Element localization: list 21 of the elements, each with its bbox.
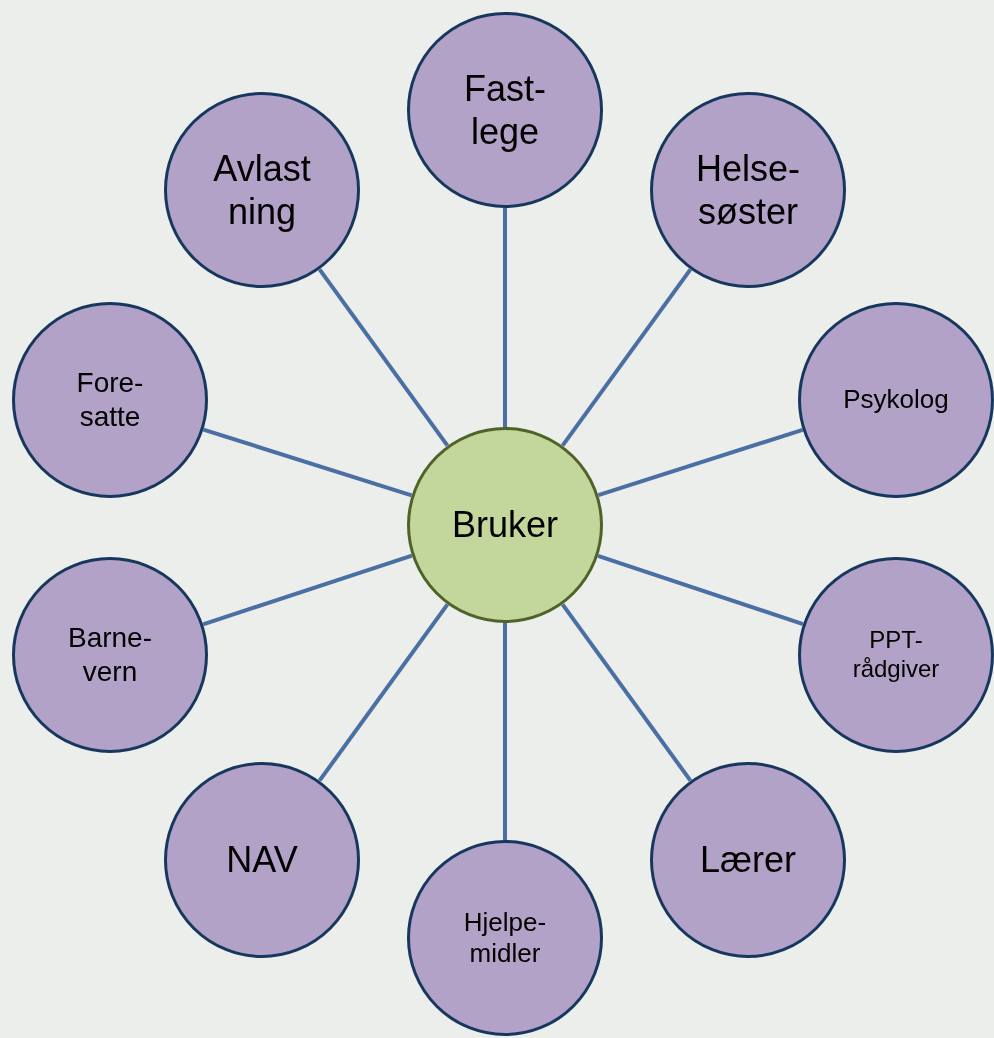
circle-label: Bruker xyxy=(451,503,559,547)
circle-label: Barne- vern xyxy=(66,621,153,689)
connector-line xyxy=(317,603,450,782)
connector-line xyxy=(202,553,413,627)
connector-line xyxy=(317,268,450,447)
circle-label: Lærer xyxy=(699,838,797,882)
circle-label: NAV xyxy=(225,838,299,882)
connector-line xyxy=(560,603,693,782)
circle-label: Avlast ning xyxy=(212,146,312,234)
connector-line xyxy=(202,427,413,498)
connector-line xyxy=(560,268,693,447)
connector-line xyxy=(597,427,804,498)
circle-label: Fore- satte xyxy=(75,366,145,434)
circle-label: Fast- lege xyxy=(463,66,547,154)
circle-label: Helse- søster xyxy=(695,146,801,234)
connector-line xyxy=(503,623,507,840)
circle-label: Hjelpe- midler xyxy=(462,906,548,970)
connector-line xyxy=(503,208,507,427)
circle-label: PPT- rådgiver xyxy=(851,626,941,684)
connector-line xyxy=(597,554,804,626)
circle-label: Psykolog xyxy=(842,384,950,416)
